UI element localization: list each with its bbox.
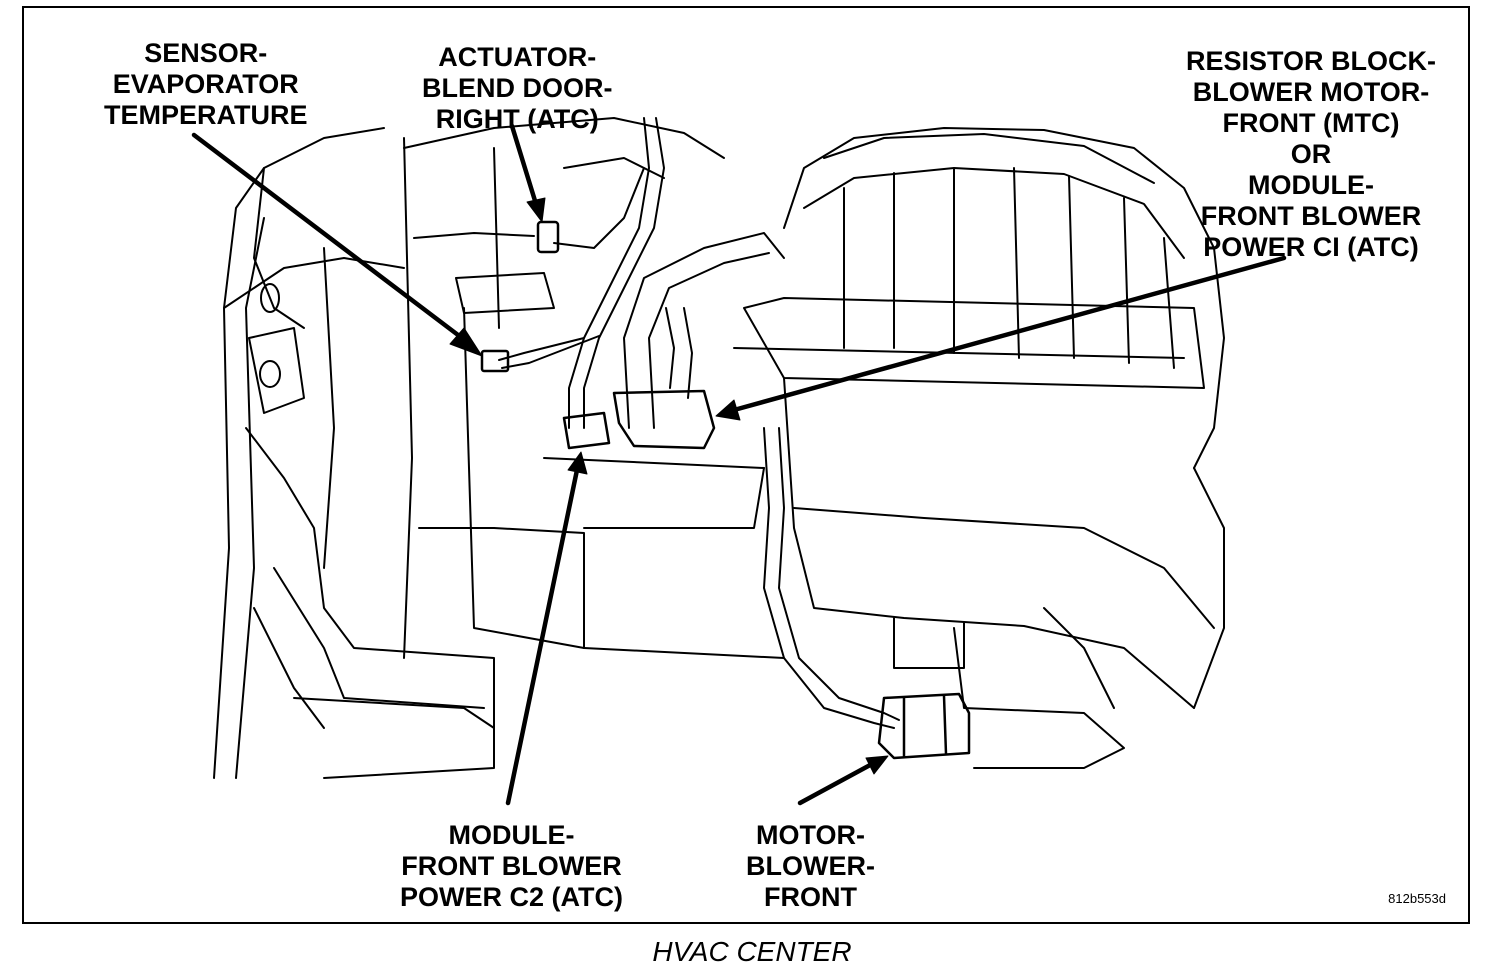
evaporator-case (403, 117, 785, 659)
label-line: MOTOR- (755, 820, 865, 850)
label-line: BLOWER- (746, 851, 875, 881)
motor-connector (877, 692, 971, 760)
hvac-line-drawing (191, 117, 1287, 806)
evap-sensor-connector (480, 349, 510, 373)
leader-arrow-actuator (509, 123, 539, 207)
label-line: POWER CI (ATC) (1203, 232, 1419, 262)
label-line: BLOWER MOTOR- (1192, 77, 1430, 107)
label-line: ACTUATOR- (438, 42, 597, 72)
connectors (480, 220, 971, 760)
actuator-connector (536, 220, 560, 254)
wiring-harness (498, 117, 900, 729)
label-line: POWER C2 (ATC) (400, 882, 623, 912)
label-line: OR (1290, 139, 1332, 169)
label-sensor-evaporator-temperature: SENSOR- EVAPORATOR TEMPERATURE (104, 38, 308, 131)
label-line: RESISTOR BLOCK- (1186, 46, 1437, 76)
c2-connector (562, 411, 611, 450)
label-line: EVAPORATOR (112, 69, 299, 99)
left-housing (213, 127, 495, 779)
label-line: FRONT BLOWER (401, 851, 622, 881)
leader-arrow-motor (797, 761, 875, 806)
label-line: FRONT (MTC) (1222, 108, 1400, 138)
label-line: MODULE- (1248, 170, 1374, 200)
label-module-front-blower-c2: MODULE- FRONT BLOWER POWER C2 (ATC) (400, 820, 623, 913)
label-line: FRONT (764, 882, 857, 912)
label-resistor-block: RESISTOR BLOCK- BLOWER MOTOR- FRONT (MTC… (1186, 46, 1436, 263)
figure-reference: 812b553d (1388, 891, 1446, 906)
blower-housing (733, 127, 1225, 769)
figure-caption: HVAC CENTER (652, 936, 852, 967)
label-motor-blower-front: MOTOR- BLOWER- FRONT (746, 820, 875, 913)
label-line: BLEND DOOR- (422, 73, 613, 103)
label-line: SENSOR- (144, 38, 268, 68)
leader-arrow-sensor (191, 132, 465, 341)
leader-arrows (191, 123, 1287, 806)
label-actuator-blend-door: ACTUATOR- BLEND DOOR- RIGHT (ATC) (422, 42, 613, 135)
leader-arrow-c2 (505, 467, 580, 806)
diagram-frame: SENSOR- EVAPORATOR TEMPERATURE ACTUATOR-… (22, 6, 1470, 924)
label-line: MODULE- (448, 820, 575, 850)
leader-arrow-resistor (731, 255, 1287, 413)
c1-connector (612, 389, 716, 450)
label-line: FRONT BLOWER (1200, 201, 1422, 231)
label-line: RIGHT (ATC) (435, 104, 599, 134)
label-line: TEMPERATURE (104, 100, 308, 130)
